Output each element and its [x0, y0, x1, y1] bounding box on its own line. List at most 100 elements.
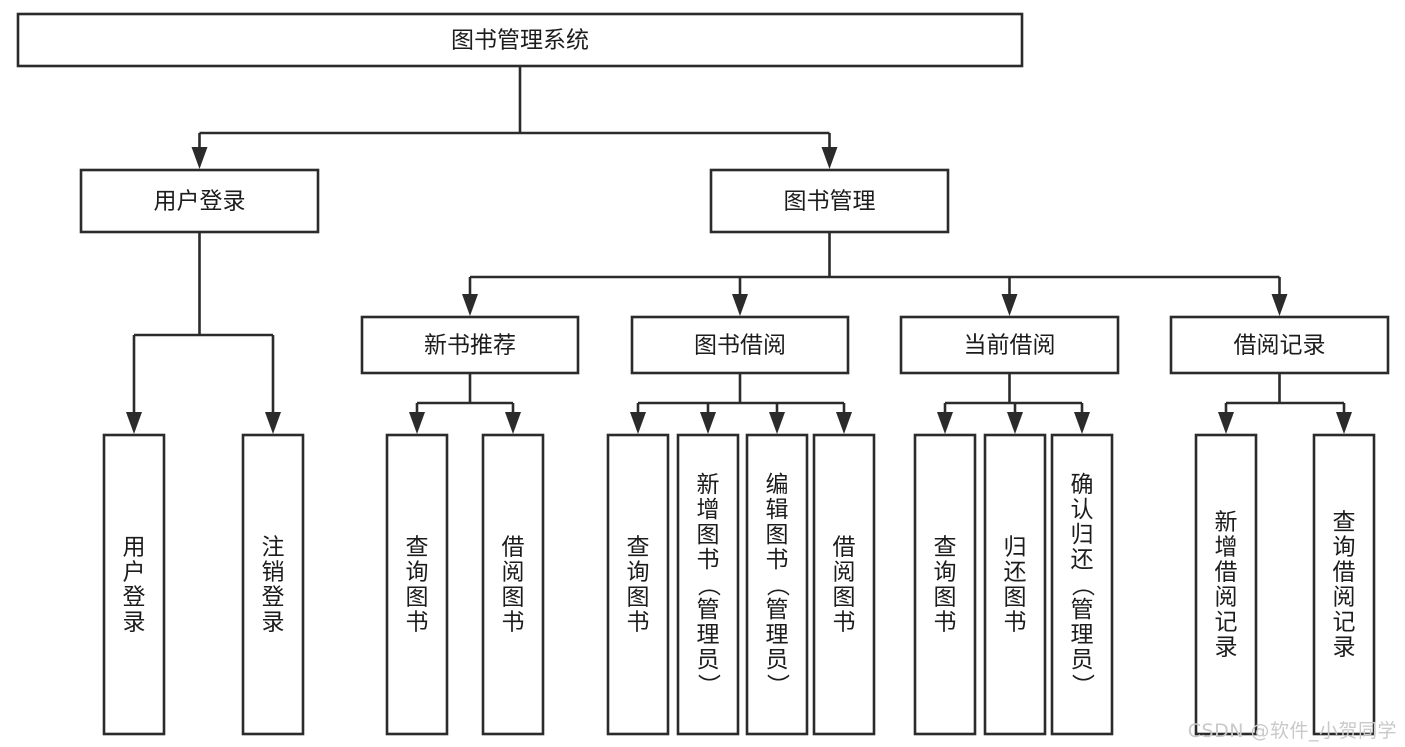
node-box[interactable] [481, 433, 545, 736]
node-label-char: 查 [627, 535, 650, 561]
node-label-char: 书 [502, 610, 525, 636]
node-label-char: 理 [766, 622, 789, 648]
node-label-char: 书 [833, 610, 856, 636]
node-label-char: 管 [766, 597, 789, 623]
node-box[interactable] [1312, 433, 1376, 736]
node-label-char: 图 [697, 522, 720, 548]
node-label-char: （ [764, 574, 790, 597]
node-box[interactable] [709, 168, 950, 234]
node-root[interactable]: 图书管理系统 [16, 12, 1024, 68]
arrow-head-icon [191, 147, 208, 169]
node-box[interactable] [79, 168, 320, 234]
connector-group [409, 373, 521, 434]
node-label-char: 图 [934, 585, 957, 611]
node-label-char: 图 [627, 585, 650, 611]
node-label-char: 增 [697, 497, 720, 523]
node-label-char: 图 [406, 585, 429, 611]
arrow-head-icon [1336, 412, 1352, 434]
node-box[interactable] [1169, 315, 1390, 375]
node-label-char: 编 [766, 472, 789, 498]
node-label-char: 员 [697, 647, 720, 673]
connector-layer [126, 66, 1352, 434]
node-borrow-record[interactable]: 借阅记录 [1169, 315, 1390, 375]
node-label: 图书管理系统 [451, 28, 589, 54]
node-box[interactable] [16, 12, 1024, 68]
node-box[interactable] [899, 315, 1120, 375]
node-box[interactable] [241, 433, 305, 736]
node-label-char: 查 [1333, 510, 1356, 536]
node-label-char: 用 [123, 535, 146, 561]
node-label-char: 登 [262, 585, 285, 611]
node-label-char: ） [695, 674, 721, 697]
node-label-char: 书 [697, 547, 720, 573]
connector-group [937, 373, 1090, 434]
node-label-char: 确 [1071, 472, 1094, 498]
connector-group [1218, 373, 1352, 434]
connector-group [630, 373, 852, 434]
arrow-head-icon [1271, 294, 1288, 316]
connector-group [462, 232, 1288, 316]
node-box[interactable] [745, 433, 809, 736]
node-label-char: 图 [766, 522, 789, 548]
node-label-char: 书 [1004, 610, 1027, 636]
node-label-char: 书 [934, 610, 957, 636]
arrow-head-icon [1001, 294, 1018, 316]
node-book-borrow[interactable]: 图书借阅 [630, 315, 850, 375]
node-label-char: ） [1069, 674, 1095, 697]
node-label-char: 注 [262, 535, 285, 561]
connector-group [126, 232, 281, 434]
arrow-head-icon [462, 294, 478, 316]
node-label-char: 阅 [833, 560, 856, 586]
node-box[interactable] [606, 433, 670, 736]
node-label-char: （ [695, 574, 721, 597]
node-new-book[interactable]: 新书推荐 [360, 315, 580, 375]
node-box[interactable] [983, 433, 1047, 736]
arrow-head-icon [409, 412, 425, 434]
node-label-char: ） [764, 674, 790, 697]
node-label-char: 阅 [1215, 585, 1238, 611]
node-box[interactable] [630, 315, 850, 375]
node-box[interactable] [385, 433, 449, 736]
node-label-char: 理 [697, 622, 720, 648]
arrow-head-icon [732, 294, 748, 316]
node-leaf-user-login[interactable]: 用户登录 [102, 433, 166, 736]
node-label-char: 查 [934, 535, 957, 561]
node-label-char: 录 [123, 610, 146, 636]
node-label-char: 询 [627, 560, 650, 586]
node-box[interactable] [812, 433, 876, 736]
node-box[interactable] [102, 433, 166, 736]
node-label-char: 辑 [766, 497, 789, 523]
node-label-char: 询 [406, 560, 429, 586]
arrow-head-icon [821, 147, 838, 169]
node-box[interactable] [676, 433, 740, 736]
node-label-char: 图 [833, 585, 856, 611]
node-label-char: 记 [1333, 610, 1356, 636]
node-box[interactable] [913, 433, 977, 736]
node-box[interactable] [1194, 433, 1258, 736]
arrow-head-icon [265, 412, 281, 434]
node-label: 新书推荐 [424, 333, 516, 359]
node-box[interactable] [1050, 433, 1114, 736]
node-label-char: 还 [1071, 547, 1094, 573]
node-box[interactable] [360, 315, 580, 375]
node-label-char: 归 [1071, 522, 1094, 548]
node-current-borrow[interactable]: 当前借阅 [899, 315, 1120, 375]
node-user-login[interactable]: 用户登录 [79, 168, 320, 234]
node-label-char: 员 [1071, 647, 1094, 673]
node-label-char: 录 [262, 610, 285, 636]
node-book-manage[interactable]: 图书管理 [709, 168, 950, 234]
node-label: 当前借阅 [964, 333, 1056, 359]
